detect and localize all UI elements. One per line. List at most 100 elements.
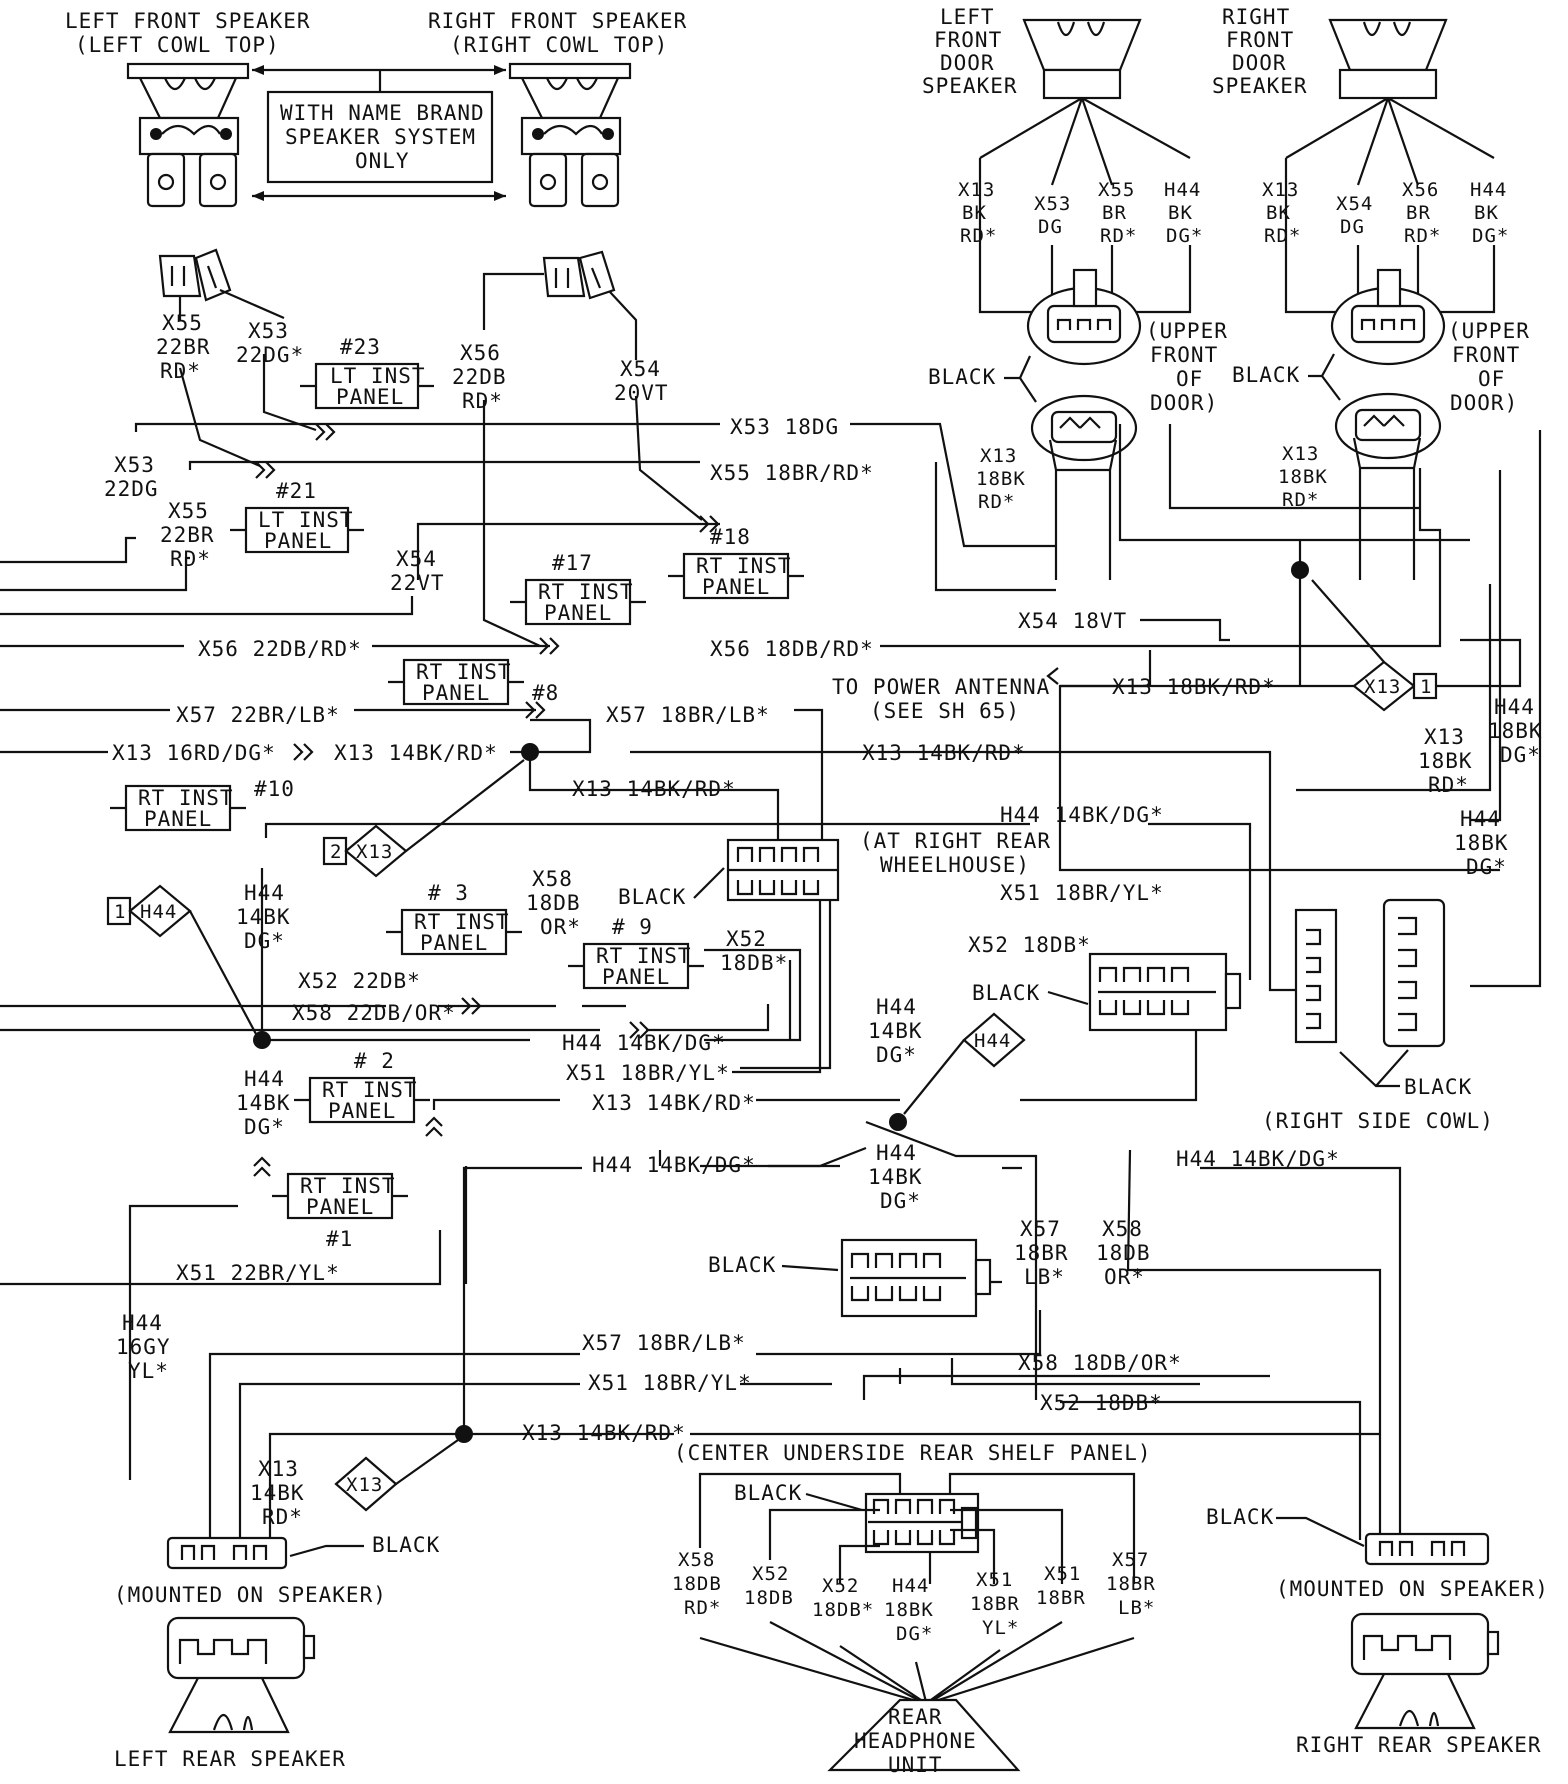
- lfd-title-4: SPEAKER: [922, 74, 1018, 98]
- wl-x56-22db-3: RD*: [462, 389, 503, 413]
- wl-x55-22br-left-2: 22BR: [160, 523, 215, 547]
- rfd-title-1: RIGHT: [1222, 5, 1290, 29]
- tag-h44-center: H44: [903, 1012, 1026, 1115]
- splice-dot-x13-mid: [521, 743, 539, 761]
- lfd-wire-h44-a: H44: [1164, 179, 1201, 201]
- wl-x51-18br-yl-b: X51 18BR/YL*: [566, 1061, 730, 1085]
- wl-h44-16gy-yl-1: H44: [122, 1311, 163, 1335]
- wl-x55-22br-left-1: X55: [168, 499, 209, 523]
- headphone-l2: HEADPHONE: [854, 1729, 977, 1753]
- wl-x13-14bk-rd-c: X13 14BK/RD*: [572, 777, 736, 801]
- rfd-x13-c: RD*: [1282, 489, 1319, 511]
- rt-panel-9-l2: PANEL: [602, 965, 670, 989]
- rt-panel-17-l2: PANEL: [544, 601, 612, 625]
- wl-x56-22db-2: 22DB: [452, 365, 507, 389]
- inst-panel-plug-left: [158, 248, 285, 320]
- wl-x51-18br-yl-a: X51 18BR/YL*: [1000, 881, 1164, 905]
- wl-x57-stack-2: 18BR: [1014, 1241, 1069, 1265]
- right-front-speaker-label: RIGHT FRONT SPEAKER: [428, 9, 687, 33]
- rfd-wire-x56-c: RD*: [1404, 225, 1441, 247]
- left-cowl-speaker-icon: [126, 62, 250, 208]
- lfd-wire-x53-a: X53: [1034, 193, 1071, 215]
- wl-h44-stack-b1: H44: [244, 1067, 285, 1091]
- wl-x13-right-3: RD*: [1428, 773, 1469, 797]
- hp-w7-1: X57: [1112, 1549, 1149, 1571]
- reference-tags: X13 1 2 X13 1 H44 H44 X13: [106, 579, 1438, 1512]
- headphone-unit-shape: [827, 1698, 1021, 1772]
- rfd-wire-x13-c: RD*: [1264, 225, 1301, 247]
- tag-h44-left: 1 H44: [106, 884, 257, 1035]
- svg-text:H44: H44: [140, 901, 177, 923]
- rfd-title-2: FRONT: [1226, 28, 1294, 52]
- wl-at-right-rear-2: WHEELHOUSE): [880, 853, 1030, 877]
- rt-panel-10-l1: RT INST: [138, 786, 234, 810]
- svg-text:1: 1: [1420, 676, 1432, 698]
- rfd-wire-h44-b: BK: [1474, 202, 1499, 224]
- wl-x53-22dg-left-1: X53: [114, 453, 155, 477]
- wl-x54-20vt-2: 20VT: [614, 381, 669, 405]
- rt-panel-18-l2: PANEL: [702, 575, 770, 599]
- headphone-l1: REAR: [888, 1705, 943, 1729]
- wl-x58-22db-or: X58 22DB/OR*: [292, 1001, 456, 1025]
- rt-panel-9-l1: RT INST: [596, 944, 692, 968]
- wl-x52-stack-2: 18DB*: [720, 951, 788, 975]
- wl-h44-right-b3: DG*: [1466, 855, 1507, 879]
- svg-text:X13: X13: [346, 1474, 383, 1496]
- rt-panel-3-l1: RT INST: [414, 910, 510, 934]
- right-side-cowl-label: (RIGHT SIDE COWL): [1262, 1109, 1494, 1133]
- wl-x53-18dg: X53 18DG: [730, 415, 839, 439]
- wl-x58-stack-a2: 18DB: [526, 891, 581, 915]
- rt-panel-2-l2: PANEL: [328, 1099, 396, 1123]
- hp-w1-1: X58: [678, 1549, 715, 1571]
- lt-panel-23-l1: LT INST: [330, 364, 426, 388]
- wl-x53-22dg-2: 22DG*: [236, 343, 304, 367]
- wl-x58-stack-a1: X58: [532, 867, 573, 891]
- lt-panel-21-l1: LT INST: [258, 508, 354, 532]
- lfd-wire-x13-c: RD*: [960, 225, 997, 247]
- ufd-right-2: FRONT: [1452, 343, 1520, 367]
- lt-panel-21-l2: PANEL: [264, 529, 332, 553]
- panel-num-18: #18: [710, 525, 751, 549]
- wl-x58-18db-or: X58 18DB/OR*: [1018, 1351, 1182, 1375]
- left-front-door-speaker: LEFT FRONT DOOR SPEAKER X13 BK RD* X53 D…: [922, 5, 1227, 580]
- rfd-wire-x56-a: X56: [1402, 179, 1439, 201]
- panel-num-9: # 9: [612, 915, 653, 939]
- left-mounted-on-speaker: (MOUNTED ON SPEAKER): [114, 1583, 387, 1607]
- panel-num-21: #21: [276, 479, 317, 503]
- wl-x58-stack-b2: 18DB: [1096, 1241, 1151, 1265]
- panel-num-1: #1: [326, 1227, 353, 1251]
- lt-inst-panel-21: #21 LT INST PANEL: [230, 479, 364, 554]
- front-cowl-speakers: LEFT FRONT SPEAKER (LEFT COWL TOP) RIGHT…: [65, 9, 687, 208]
- wl-x13-rear-2: 14BK: [250, 1481, 305, 1505]
- rt-panel-8-l2: PANEL: [422, 681, 490, 705]
- wl-at-right-rear-1: (AT RIGHT REAR: [860, 829, 1051, 853]
- wl-x52-22db: X52 22DB*: [298, 969, 421, 993]
- inst-panel-connectors: #23 LT INST PANEL #21 LT INST PANEL #18 …: [110, 335, 804, 1251]
- antenna-connector-mark: [1046, 667, 1059, 685]
- rt-panel-8-l1: RT INST: [416, 660, 512, 684]
- wl-h44-right-a1: H44: [1494, 695, 1535, 719]
- hp-w7-3: LB*: [1118, 1597, 1155, 1619]
- left-rear-speaker-label: LEFT REAR SPEAKER: [114, 1747, 346, 1771]
- wl-h44-right-b1: H44: [1460, 807, 1501, 831]
- cowl-black: BLACK: [1404, 1075, 1472, 1099]
- lfd-wire-h44-b: BK: [1168, 202, 1193, 224]
- hp-w6-1: X51: [1044, 1563, 1081, 1585]
- lfd-wire-x53-b: DG: [1038, 216, 1063, 238]
- lfd-x13-c: RD*: [978, 491, 1015, 513]
- right-mounted-on-speaker: (MOUNTED ON SPEAKER): [1276, 1577, 1549, 1601]
- wl-h44-14bk-dg-a: H44 14BK/DG*: [1000, 803, 1164, 827]
- rfd-black-label: BLACK: [1232, 363, 1300, 387]
- rt-inst-panel-3: # 3 RT INST PANEL: [386, 881, 522, 956]
- tag-x13-left: 2 X13: [322, 759, 525, 878]
- lfd-wire-x13-b: BK: [962, 202, 987, 224]
- rfd-title-4: SPEAKER: [1212, 74, 1308, 98]
- splice-points: [253, 561, 1309, 1443]
- wl-x13-14bk-rd-a: X13 14BK/RD*: [334, 741, 498, 765]
- center-a-black: BLACK: [972, 981, 1040, 1005]
- rt-inst-panel-8: RT INST PANEL #8: [388, 658, 558, 706]
- wl-h44-16gy-yl-3: YL*: [128, 1359, 169, 1383]
- hp-w4-1: H44: [892, 1575, 929, 1597]
- panel-num-23: #23: [340, 335, 381, 359]
- splice-dot-door-x13: [1291, 561, 1309, 579]
